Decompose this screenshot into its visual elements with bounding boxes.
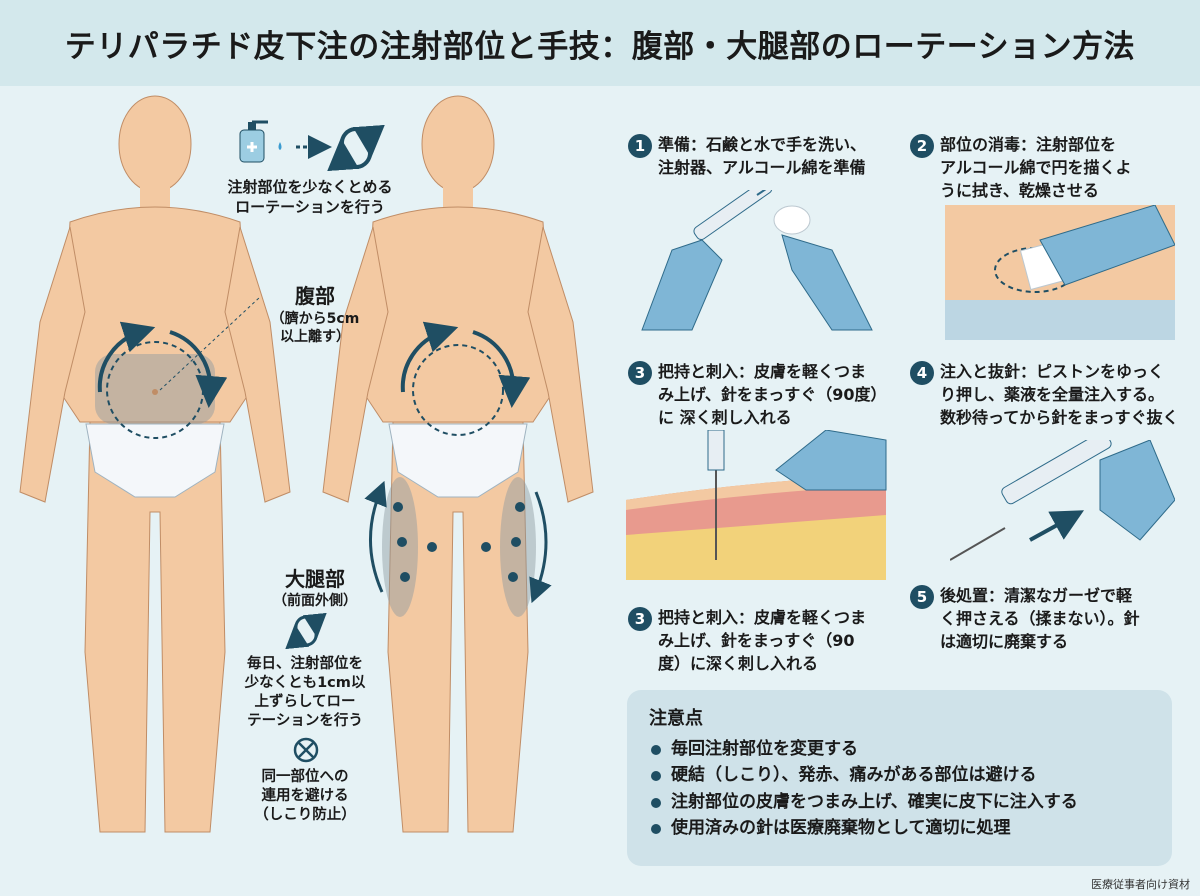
prohibit-icon bbox=[293, 737, 319, 763]
list-item: 使用済みの針は医療廃棄物として適切に処理 bbox=[649, 815, 1150, 841]
body-figures bbox=[19, 95, 594, 833]
step-number-badge: 4 bbox=[910, 361, 934, 385]
gloved-hand-icon bbox=[775, 430, 887, 491]
step-3-insert: 3 把持と刺入：皮膚を軽くつま み上げ、針をまっすぐ（90度） に 深く刺し入れ… bbox=[628, 360, 918, 430]
precautions-list: 毎回注射部位を変更する 硬結（しこり）、発赤、痛みがある部位は避ける 注射部位の… bbox=[649, 736, 1150, 841]
footer-note: 医療従事者向け資材 bbox=[1091, 878, 1190, 891]
step-number-badge: 1 bbox=[628, 134, 652, 158]
step-number-badge: 5 bbox=[910, 585, 934, 609]
syringe-icon bbox=[1001, 440, 1112, 505]
list-item: 毎回注射部位を変更する bbox=[649, 736, 1150, 762]
gloved-hand-icon bbox=[1099, 440, 1175, 541]
rotation-arrow-icon bbox=[472, 330, 531, 408]
gloved-hand-icon bbox=[1039, 205, 1175, 286]
syringe-icon bbox=[693, 190, 773, 241]
refresh-icon bbox=[327, 124, 385, 172]
step-3-insert-repeat: 3 把持と刺入：皮膚を軽くつま み上げ、針をまっすぐ（90 度）に深く刺し入れる bbox=[628, 606, 918, 676]
rotation-arrow-icon bbox=[529, 491, 552, 604]
rotation-arrow-icon bbox=[169, 330, 228, 408]
thigh-injection-zone-right bbox=[500, 477, 536, 617]
step-4-inject-withdraw: 4 注入と抜針：ピストンをゆっく り押し、薬液を全量注入する。 数秒待ってから針… bbox=[910, 360, 1200, 430]
front-body-figure-left bbox=[19, 95, 291, 833]
precautions-heading: 注意点 bbox=[649, 708, 703, 729]
rotation-arrow-icon bbox=[400, 321, 459, 393]
cotton-ball-icon bbox=[773, 205, 811, 235]
prepare-illustration bbox=[641, 190, 873, 331]
list-item: 注射部位の皮膚をつまみ上げ、確実に皮下に注入する bbox=[649, 789, 1150, 815]
abdomen-label: 腹部 bbox=[295, 284, 335, 308]
precautions-panel: 注意点 毎回注射部位を変更する 硬結（しこり）、発赤、痛みがある部位は避ける 注… bbox=[627, 690, 1172, 866]
list-item: 硬結（しこり）、発赤、痛みがある部位は避ける bbox=[649, 762, 1150, 788]
rotation-top-label: 注射部位を少なくとめる ローテーションを行う bbox=[227, 178, 393, 216]
page-title: テリパラチド皮下注の注射部位と手技：腹部・大腿部のローテーション方法 bbox=[64, 28, 1136, 65]
thigh-note: （前面外側） bbox=[273, 593, 357, 609]
drop-icon bbox=[278, 142, 282, 150]
step-5-aftercare: 5 後処置：清潔なガーゼで軽 く押さえる（揉まない）。針 は適切に廃棄する bbox=[910, 584, 1195, 654]
hand-sanitizer-icon bbox=[239, 120, 268, 163]
rotation-arrow-icon bbox=[364, 480, 387, 593]
abdomen-note: （臍から5cm 以上離す） bbox=[270, 311, 360, 346]
thigh-injection-zone-left bbox=[382, 477, 418, 617]
step-1-prepare: 1 準備：石鹸と水で手を洗い、 注射器、アルコール綿を準備 bbox=[628, 133, 918, 179]
rotation-arrow-icon bbox=[97, 321, 156, 393]
title-bar: テリパラチド皮下注の注射部位と手技：腹部・大腿部のローテーション方法 bbox=[0, 0, 1200, 86]
daily-rotation-label: 毎日、注射部位を 少なくとも1cm以 上ずらしてロー テーションを行う bbox=[244, 656, 366, 729]
step-number-badge: 3 bbox=[628, 361, 652, 385]
thigh-label: 大腿部 bbox=[285, 567, 345, 591]
step-number-badge: 2 bbox=[910, 134, 934, 158]
step-2-disinfect: 2 部位の消毒：注射部位を アルコール綿で円を描くよ うに拭き、乾燥させる bbox=[910, 133, 1195, 203]
step-number-badge: 3 bbox=[628, 607, 652, 631]
skin-cross-section-illustration bbox=[626, 430, 887, 580]
disinfect-illustration bbox=[945, 205, 1175, 340]
refresh-icon-small bbox=[285, 612, 327, 650]
inject-illustration bbox=[950, 440, 1175, 561]
avoid-same-site-label: 同一部位への 連用を避ける （しこり防止） bbox=[254, 769, 356, 823]
front-body-figure-right bbox=[322, 95, 594, 833]
